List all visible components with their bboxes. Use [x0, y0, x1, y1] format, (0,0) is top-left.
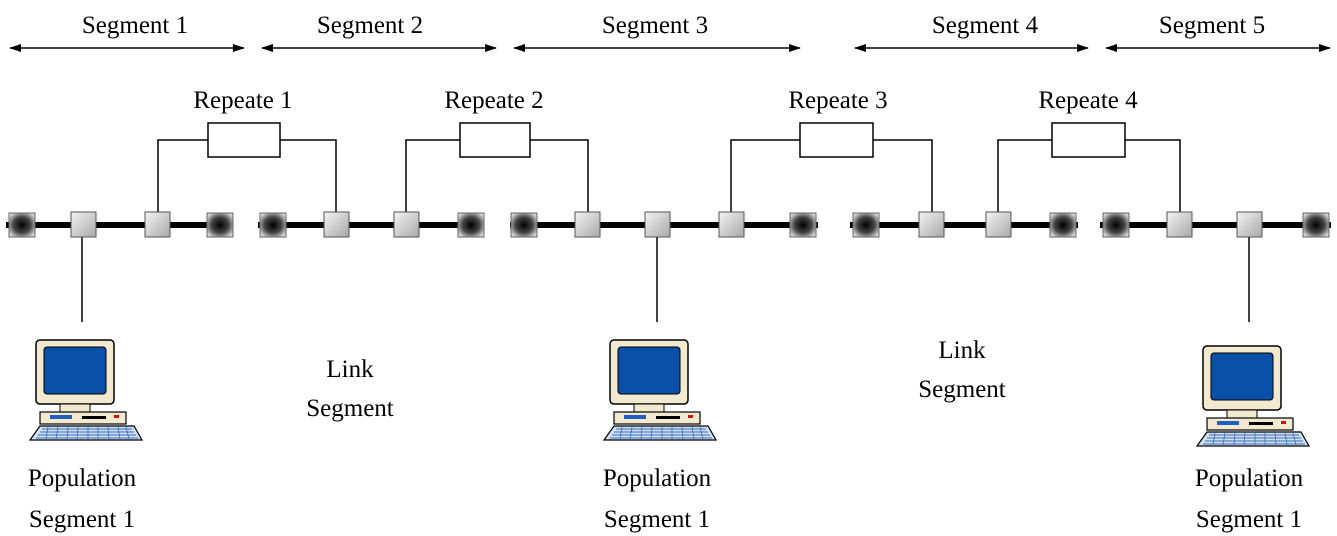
link-segment-1-line2: Segment	[306, 395, 394, 422]
population-2-line1: Population	[603, 465, 712, 492]
repeater-1	[157, 122, 337, 213]
transceiver-node	[644, 211, 671, 238]
terminator	[510, 212, 538, 238]
repeater-2	[405, 122, 589, 213]
segment-5-label-group: Segment 5	[1138, 8, 1286, 40]
transceiver-node	[1166, 211, 1193, 238]
population-3-line2: Segment 1	[1196, 506, 1302, 533]
transceiver-node	[574, 211, 601, 238]
link-segment-1-line1: Link	[326, 356, 374, 383]
transceiver-node	[718, 211, 745, 238]
terminator	[852, 212, 880, 238]
terminator	[8, 212, 36, 238]
repeater-1-wire-right	[280, 139, 337, 213]
terminator	[1302, 212, 1330, 238]
repeater-4	[997, 122, 1181, 213]
transceiver-node	[918, 211, 945, 238]
transceiver-node	[70, 211, 97, 238]
repeater-2-label: Repeate 2	[444, 87, 543, 114]
population-1-line1: Population	[28, 465, 137, 492]
transceivers	[70, 211, 1263, 238]
repeater-3-label: Repeate 3	[788, 87, 887, 114]
segment-1-label: Segment 1	[82, 12, 188, 39]
terminator	[457, 212, 485, 238]
repeater-1-label: Repeate 1	[193, 87, 292, 114]
repeater-1-wire-left	[157, 139, 208, 213]
repeater-3	[730, 122, 933, 213]
repeater-3-wire-left	[730, 139, 800, 213]
repeater-4-box	[1051, 122, 1126, 158]
computer-3-icon	[1196, 345, 1310, 447]
terminator	[789, 212, 817, 238]
repeater-2-wire-left	[405, 139, 460, 213]
population-2-line2: Segment 1	[604, 506, 710, 533]
computer-1-icon	[29, 339, 143, 441]
segment-3-label: Segment 3	[602, 12, 708, 39]
segment-3-label-group: Segment 3	[580, 8, 728, 40]
segment-4-label: Segment 4	[932, 12, 1039, 39]
computer-2-icon	[603, 339, 717, 441]
transceiver-node	[1236, 211, 1263, 238]
terminators	[8, 212, 1330, 238]
population-1-line2: Segment 1	[29, 506, 135, 533]
transceiver-node	[144, 211, 171, 238]
segment-2-label-group: Segment 2	[295, 8, 443, 40]
repeater-1-box	[207, 122, 281, 158]
transceiver-node	[323, 211, 350, 238]
segment-1-label-group: Segment 1	[62, 8, 210, 40]
repeater-4-wire-right	[1125, 139, 1181, 213]
repeater-4-label: Repeate 4	[1038, 87, 1138, 114]
segment-5-label: Segment 5	[1159, 12, 1265, 39]
terminator	[1049, 212, 1077, 238]
terminator	[1102, 212, 1130, 238]
repeater-3-box	[799, 122, 874, 158]
segment-2-label: Segment 2	[317, 12, 423, 39]
population-3-line1: Population	[1195, 465, 1304, 492]
repeater-2-wire-right	[530, 139, 589, 213]
terminator	[259, 212, 287, 238]
transceiver-node	[393, 211, 420, 238]
repeater-3-wire-right	[873, 139, 933, 213]
segment-4-label-group: Segment 4	[911, 8, 1059, 40]
repeater-2-box	[459, 122, 531, 158]
repeater-4-wire-left	[997, 139, 1052, 213]
link-segment-2-line1: Link	[938, 337, 986, 364]
link-segment-2-line2: Segment	[918, 376, 1006, 403]
terminator	[206, 212, 234, 238]
transceiver-node	[985, 211, 1012, 238]
